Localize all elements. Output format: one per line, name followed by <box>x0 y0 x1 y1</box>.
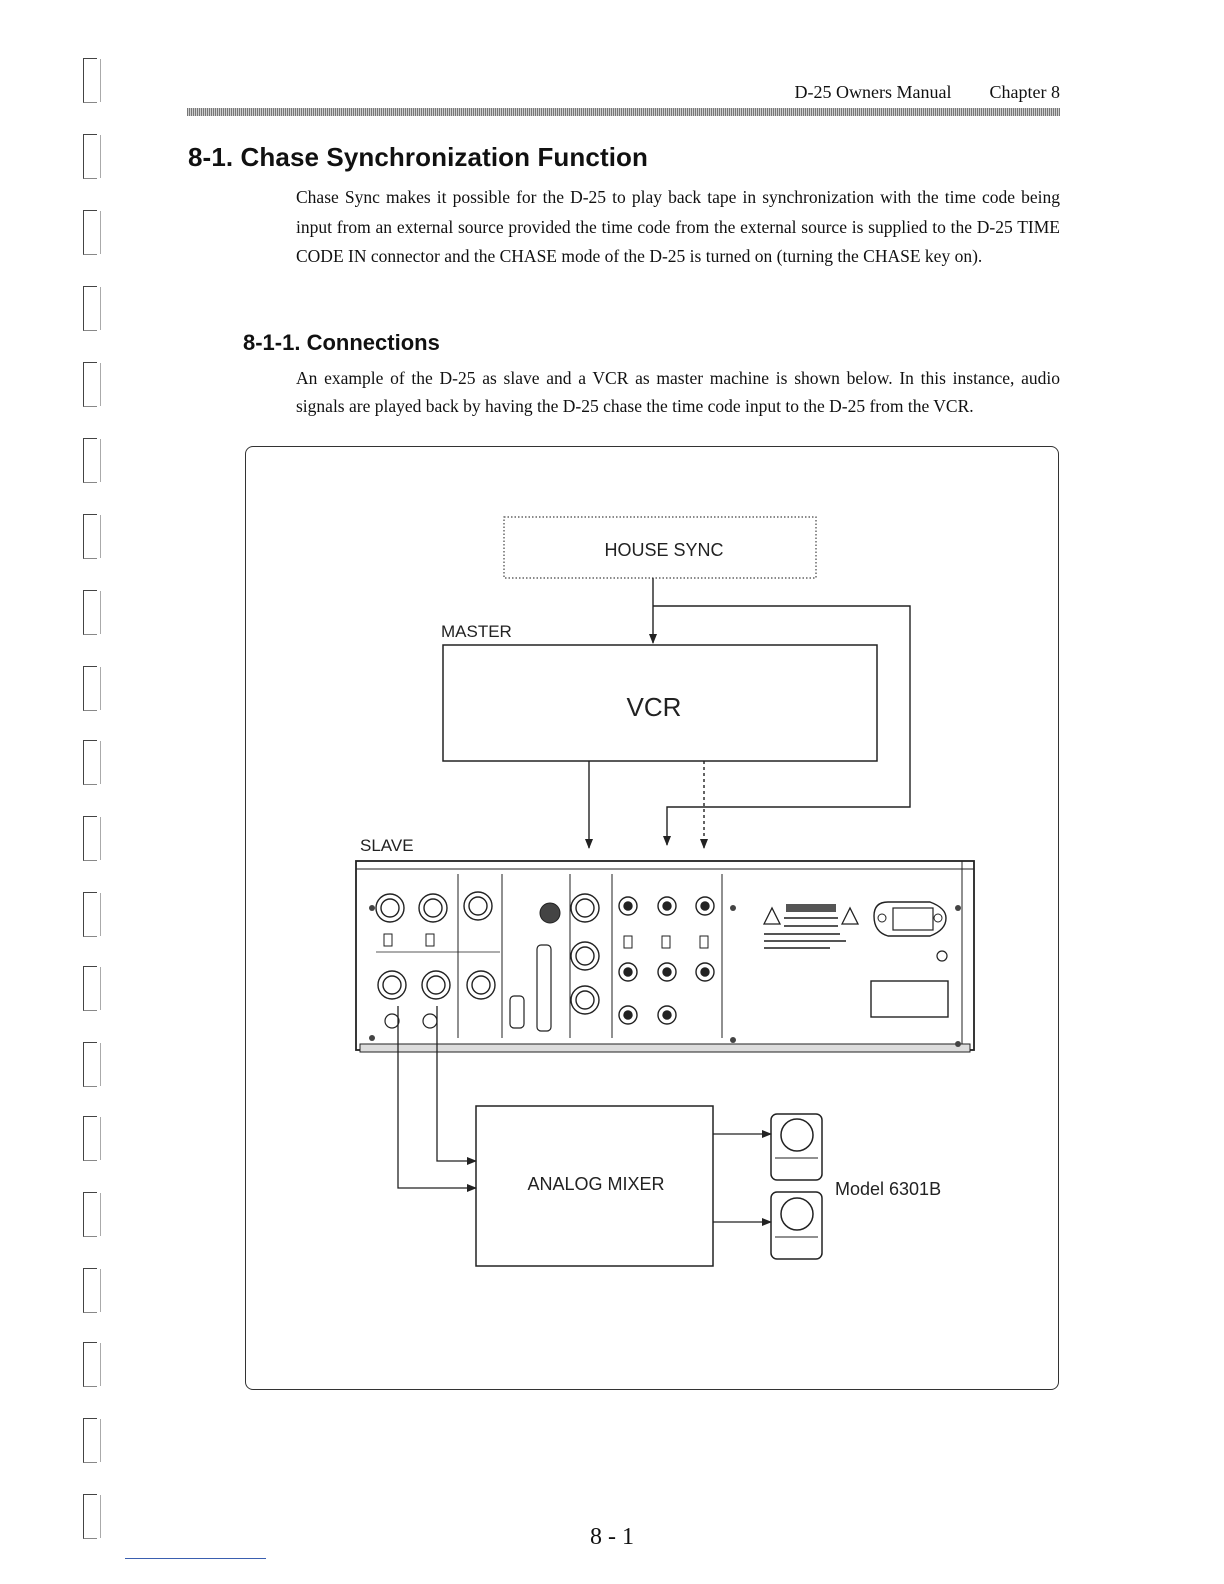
section-body: Chase Sync makes it possible for the D-2… <box>296 187 1060 266</box>
binder-hole <box>83 816 101 861</box>
monitor-model-label: Model 6301B <box>835 1179 941 1199</box>
binder-hole <box>83 134 101 179</box>
binder-hole <box>83 1418 101 1463</box>
binder-hole <box>83 892 101 937</box>
vcr-output-lines <box>585 761 708 849</box>
analog-mixer-label: ANALOG MIXER <box>527 1174 664 1194</box>
binder-hole <box>83 1042 101 1087</box>
connection-diagram-frame <box>245 446 1059 1390</box>
monitor-lines <box>713 1130 772 1226</box>
binder-hole <box>83 1494 101 1539</box>
binder-hole <box>83 1268 101 1313</box>
header-rule <box>187 108 1060 116</box>
house-sync-label: HOUSE SYNC <box>604 540 723 560</box>
binder-hole <box>83 438 101 483</box>
binder-hole <box>83 666 101 711</box>
monitor-speaker-icon <box>770 1113 823 1181</box>
binder-hole <box>83 1116 101 1161</box>
slave-label: SLAVE <box>360 836 414 855</box>
binder-hole <box>83 740 101 785</box>
binder-hole <box>83 1342 101 1387</box>
subsection-body: An example of the D-25 as slave and a VC… <box>296 368 1060 416</box>
section-title: 8-1. Chase Synchronization Function <box>188 142 648 172</box>
page-number: 8 - 1 <box>590 1524 634 1550</box>
binder-hole <box>83 590 101 635</box>
binder-hole <box>83 286 101 331</box>
master-label: MASTER <box>441 622 512 641</box>
binder-hole <box>83 966 101 1011</box>
audio-output-lines <box>397 1006 477 1192</box>
binder-hole <box>83 514 101 559</box>
subsection-title: 8-1-1. Connections <box>243 330 440 355</box>
sync-lines <box>649 578 911 846</box>
chapter-label: Chapter 8 <box>989 82 1060 102</box>
vcr-label: VCR <box>627 692 682 722</box>
monitor-speaker-icon <box>770 1191 823 1260</box>
running-header: D-25 Owners Manual Chapter 8 <box>795 82 1060 103</box>
vcr-box <box>442 644 878 762</box>
bottom-rule <box>125 1558 266 1559</box>
house-sync-box <box>503 516 817 579</box>
binder-hole <box>83 1192 101 1237</box>
d25-rear-panel <box>355 860 975 1053</box>
binder-hole <box>83 58 101 103</box>
binder-hole <box>83 210 101 255</box>
analog-mixer-box <box>475 1105 714 1267</box>
binder-hole <box>83 362 101 407</box>
manual-title: D-25 Owners Manual <box>794 82 952 102</box>
